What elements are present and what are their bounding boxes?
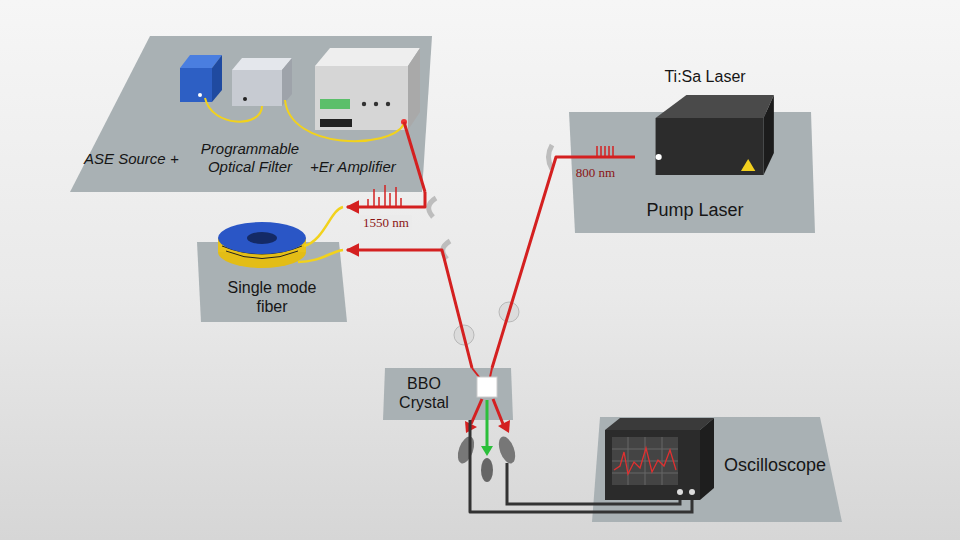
mirror [429, 198, 436, 217]
wavelength-label: 1550 nm [360, 215, 412, 230]
amp-knob [386, 102, 390, 106]
output-aperture [656, 154, 662, 160]
source-panel: ASE Source + Programmable Optical Filter+… [70, 36, 432, 192]
filter-top [232, 58, 292, 70]
scope-input [677, 489, 683, 495]
arrowhead [498, 420, 510, 433]
node-shape [383, 368, 513, 420]
scope-side [700, 418, 714, 500]
er-amplifier [315, 48, 420, 130]
shape-face [569, 112, 815, 233]
fiber-lead [304, 207, 343, 246]
shape-face [656, 95, 774, 118]
node-label: Programmable Optical Filter [194, 140, 306, 176]
arrowhead [481, 446, 493, 456]
bbo-crystal [477, 377, 497, 397]
detector [496, 434, 519, 465]
oscilloscope [605, 418, 714, 500]
filter-port [243, 97, 247, 101]
shape-face [656, 118, 764, 175]
edge-label-slot: 800 nm [573, 163, 618, 181]
wavelength-label: 800 nm [573, 165, 618, 180]
detector [481, 458, 493, 482]
amp-knob [362, 102, 366, 106]
mirror [549, 145, 553, 169]
signal-cable [470, 420, 592, 512]
beam-probe [347, 250, 472, 368]
shape-face [741, 159, 755, 171]
node-label: ASE Source + [84, 150, 188, 168]
text-slot: Ti:Sa Laser [635, 67, 775, 86]
node-label: BBO Crystal [387, 374, 461, 412]
amp-top [315, 48, 420, 66]
edge-label-slot: 1550 nm [360, 213, 412, 231]
fiber-panel: Single mode fiber [197, 196, 347, 322]
text-slot: Single mode fiber [212, 278, 332, 316]
node-label: Pump Laser [620, 200, 770, 222]
ase-source [180, 55, 222, 102]
scope-input [689, 489, 695, 495]
text-slot: +Er Amplifier [310, 158, 418, 176]
scope-trace [614, 448, 676, 474]
text-slot: ASE Source + [84, 150, 188, 168]
shape-face [70, 36, 432, 192]
text-slot: Oscilloscope [724, 455, 834, 477]
node-label: Ti:Sa Laser [635, 67, 775, 86]
spool-flange [218, 222, 306, 254]
text-slot: Pump Laser [620, 200, 770, 222]
laser-box: Ti:Sa Laser [635, 65, 779, 180]
shape-face [764, 95, 774, 175]
ase-port [198, 93, 202, 97]
detector [455, 434, 478, 465]
amp-knob [374, 102, 378, 106]
amp-front [315, 66, 408, 130]
text-slot: BBO Crystal [387, 374, 461, 412]
shape-face [383, 368, 513, 420]
optical-filter [232, 58, 292, 106]
text-slot: Programmable Optical Filter [194, 140, 306, 176]
scope-top [605, 418, 714, 430]
node-label: +Er Amplifier [310, 158, 418, 176]
fiber-spool [218, 222, 306, 268]
crystal-panel: BBO Crystal [383, 368, 513, 420]
shape-face [592, 417, 842, 522]
scope-front [605, 430, 700, 500]
node-label: Oscilloscope [724, 455, 834, 477]
amp-slot [320, 119, 352, 127]
ase-front [180, 68, 212, 102]
scope-screen [612, 437, 678, 485]
scope-grid [612, 437, 678, 485]
shape-face [197, 242, 347, 322]
beam-1550 [347, 192, 425, 207]
amp-display [320, 99, 350, 109]
output-beam [486, 400, 489, 448]
oscilloscope-panel: Oscilloscope [592, 417, 842, 522]
spool-hole [247, 232, 277, 244]
node-label: Single mode fiber [212, 278, 332, 316]
filter-front [232, 70, 282, 106]
